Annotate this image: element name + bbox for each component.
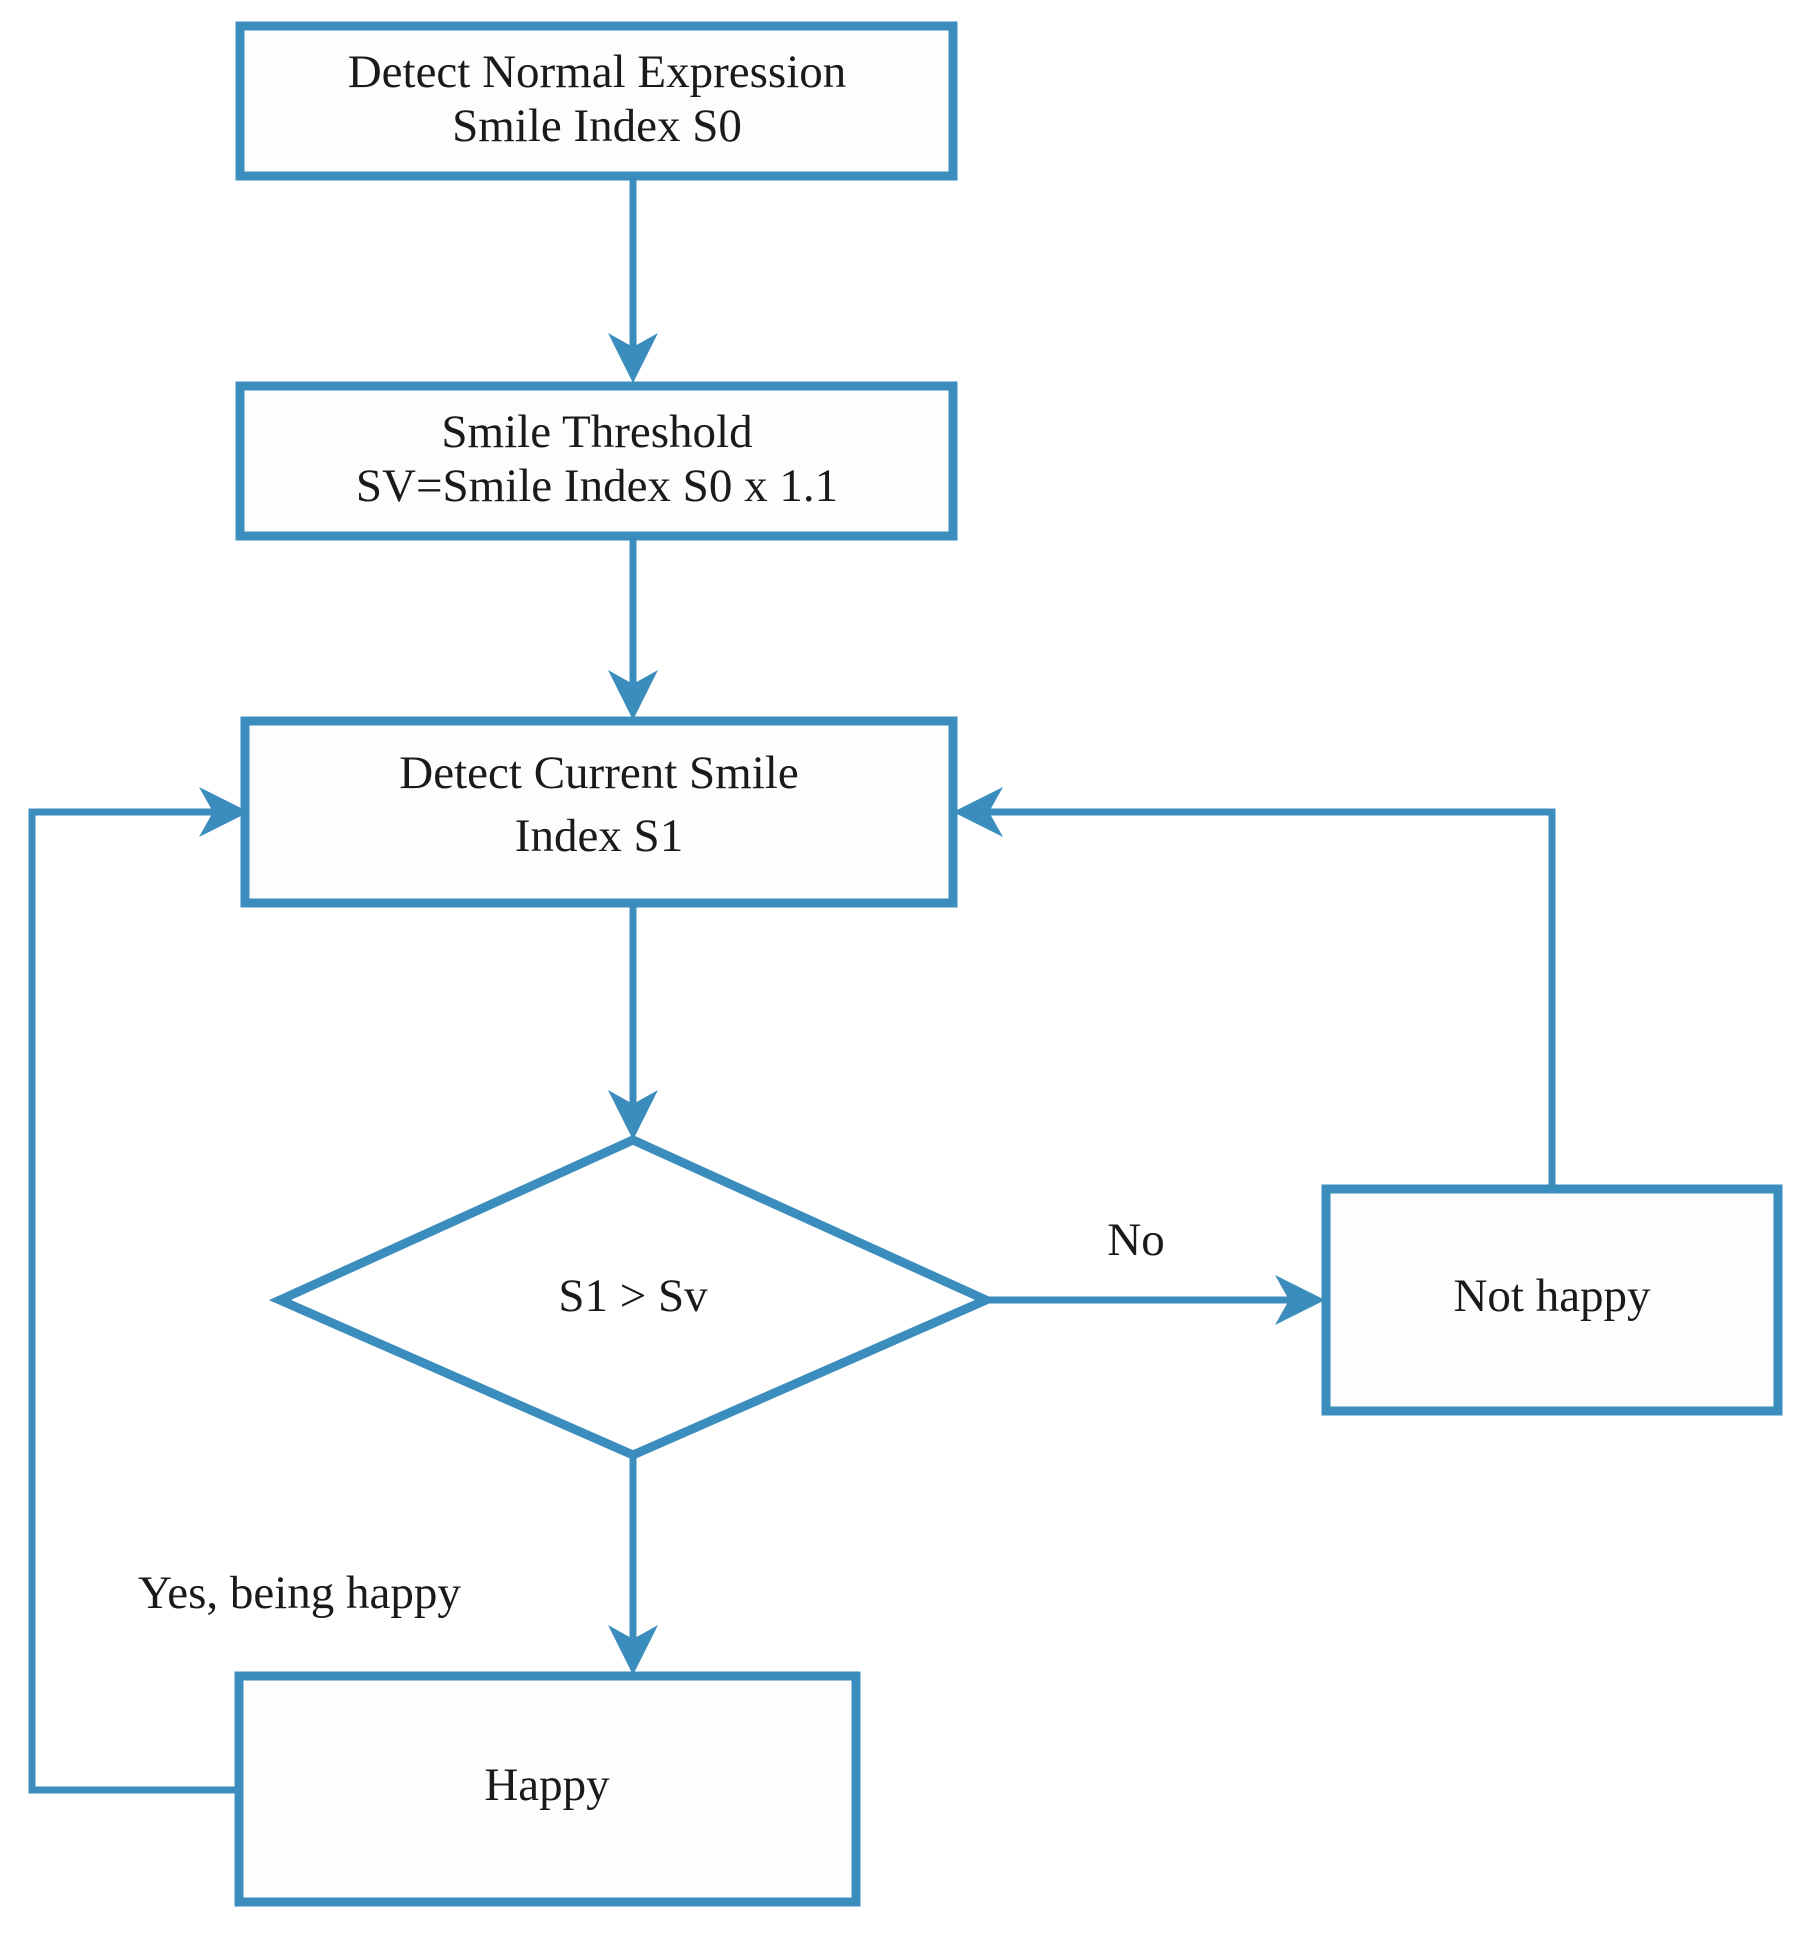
node-detect-normal-expression-line2: Smile Index S0: [452, 100, 742, 152]
connector-decision-to-happy: [608, 1455, 658, 1675]
node-decision-s1-gt-sv-shape[interactable]: [268, 1135, 998, 1460]
node-happy-label: Happy: [484, 1759, 610, 1811]
connector-normal-to-threshold: [608, 178, 658, 383]
node-happy-shape[interactable]: [234, 1671, 861, 1907]
node-detect-current-smile-line1: Detect Current Smile: [399, 747, 798, 799]
node-detect-normal-expression[interactable]: Detect Normal Expression Smile Index S0: [235, 21, 958, 181]
edge-label-yes-being-happy: Yes, being happy: [138, 1567, 461, 1619]
node-detect-normal-expression-shape[interactable]: [235, 21, 958, 181]
connector-detect-to-decision: [608, 905, 658, 1140]
node-detect-normal-expression-line1: Detect Normal Expression: [348, 46, 847, 98]
connector-decision-to-not-happy: [986, 1275, 1325, 1325]
node-detect-current-smile-line2: Index S1: [515, 810, 683, 862]
node-smile-threshold-line1: Smile Threshold: [441, 406, 752, 458]
node-not-happy-label: Not happy: [1453, 1270, 1651, 1322]
node-smile-threshold-line2: SV=Smile Index S0 x 1.1: [356, 460, 838, 512]
connector-happy-loopback: [28, 787, 249, 1794]
node-not-happy-shape[interactable]: [1321, 1184, 1783, 1416]
node-decision-s1-gt-sv-label: S1 > Sv: [558, 1270, 708, 1322]
node-happy[interactable]: Happy: [234, 1671, 861, 1907]
edge-label-no: No: [1107, 1214, 1164, 1266]
node-detect-current-smile-shape[interactable]: [240, 716, 958, 908]
node-smile-threshold[interactable]: Smile Threshold SV=Smile Index S0 x 1.1: [235, 381, 958, 541]
node-detect-current-smile[interactable]: Detect Current Smile Index S1: [240, 716, 958, 908]
connector-threshold-to-detect: [608, 538, 658, 720]
node-not-happy[interactable]: Not happy: [1321, 1184, 1783, 1416]
node-smile-threshold-shape[interactable]: [235, 381, 958, 541]
node-decision-s1-gt-sv[interactable]: S1 > Sv: [268, 1135, 998, 1460]
connector-not-happy-loopback: [953, 787, 1556, 1185]
